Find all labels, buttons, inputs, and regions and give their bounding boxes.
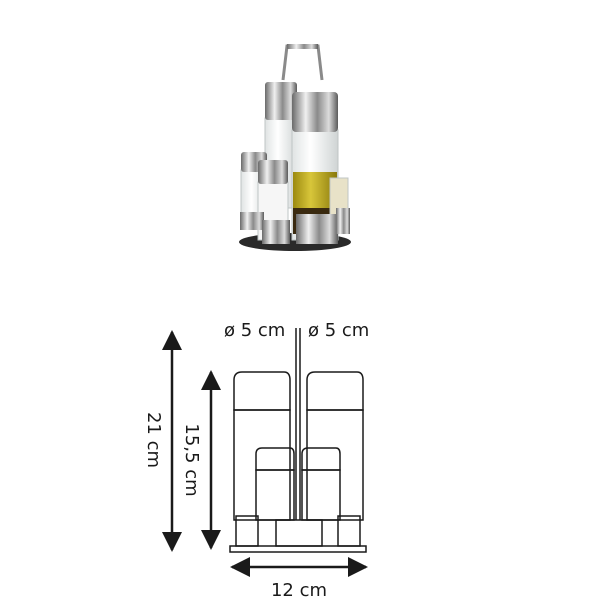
bottle-cap [292,92,338,132]
diameter-left-label: ø 5 cm [224,320,285,341]
diameter-right-label: ø 5 cm [308,320,369,341]
width-label: 12 cm [271,580,327,600]
bottle-cap [265,82,297,120]
bottle-height-label: 15,5 cm [181,423,202,496]
stand-handle [281,44,324,81]
cruet-outline [229,328,367,553]
dimension-drawing: ø 5 cm ø 5 cm 21 cm 15,5 cm 12 cm [143,320,369,600]
product-photo [239,44,351,251]
total-height-label: 21 cm [143,412,164,468]
